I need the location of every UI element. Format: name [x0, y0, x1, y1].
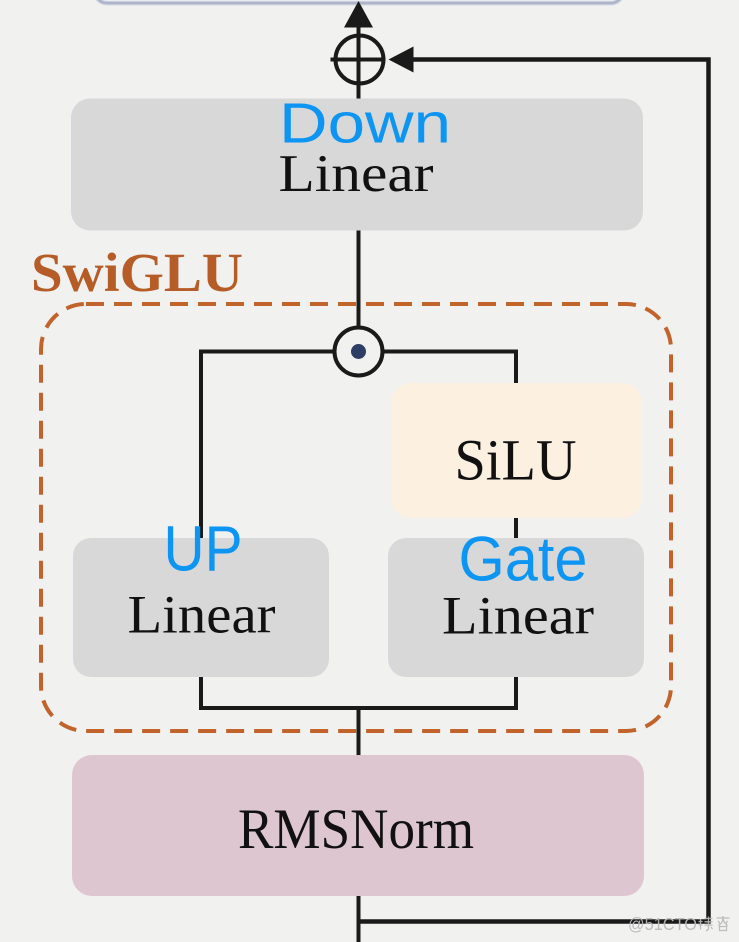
svg-text:Gate: Gate — [459, 525, 588, 595]
svg-text:Linear: Linear — [279, 145, 434, 203]
svg-text:UP: UP — [164, 513, 243, 585]
svg-text:SiLU: SiLU — [455, 428, 577, 493]
svg-text:@51CTO: @51CTO — [628, 914, 697, 934]
svg-text:Linear: Linear — [128, 585, 276, 645]
svg-text:Down: Down — [279, 92, 451, 156]
svg-text:SwiGLU: SwiGLU — [31, 242, 243, 303]
svg-text:Linear: Linear — [442, 586, 594, 646]
svg-text:RMSNorm: RMSNorm — [238, 798, 474, 861]
